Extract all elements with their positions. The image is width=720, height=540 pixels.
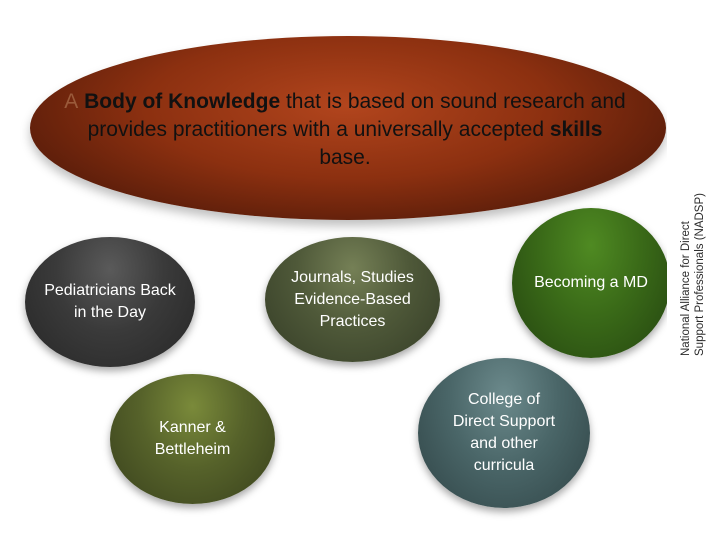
right-band <box>667 0 720 540</box>
pediatricians-line2: in the Day <box>73 304 147 321</box>
oval-becoming-md: Becoming a MD <box>512 208 670 358</box>
title-body-of-knowledge: Body of Knowledge <box>78 90 281 113</box>
oval-kanner-bettleheim: Kanner & Bettleheim <box>110 374 275 504</box>
title-middle: that is based on sound research and prov… <box>87 90 626 141</box>
college-line4: curricula <box>473 457 535 474</box>
slide-title: A Body of Knowledge that is based on sou… <box>60 88 630 172</box>
journals-line2: Evidence-Based <box>294 290 411 308</box>
oval-journals: Journals, Studies Evidence-Based Practic… <box>265 237 440 362</box>
college-line1: College of <box>467 391 541 408</box>
title-prefix: A <box>64 90 79 113</box>
journals-line3: Practices <box>319 312 386 330</box>
md-line1: Becoming a MD <box>534 274 648 291</box>
journals-line1: Journals, Studies <box>291 268 414 286</box>
side-note-line2: Support Professionals (NADSP) <box>694 193 706 356</box>
pediatricians-line1: Pediatricians Back <box>44 282 176 299</box>
college-line2: Direct Support <box>452 413 556 430</box>
title-end: base. <box>319 146 371 169</box>
title-skills: skills <box>549 118 603 141</box>
kanner-line2: Bettleheim <box>154 441 231 458</box>
kanner-line1: Kanner & <box>159 419 226 436</box>
oval-college-direct-support: College of Direct Support and other curr… <box>418 358 590 508</box>
nadsp-side-note: National Alliance for Direct Support Pro… <box>679 0 719 356</box>
oval-pediatricians: Pediatricians Back in the Day <box>25 237 195 367</box>
title-ellipse <box>30 36 666 220</box>
side-note-line1: National Alliance for Direct <box>680 221 692 356</box>
college-line3: and other <box>470 435 538 452</box>
